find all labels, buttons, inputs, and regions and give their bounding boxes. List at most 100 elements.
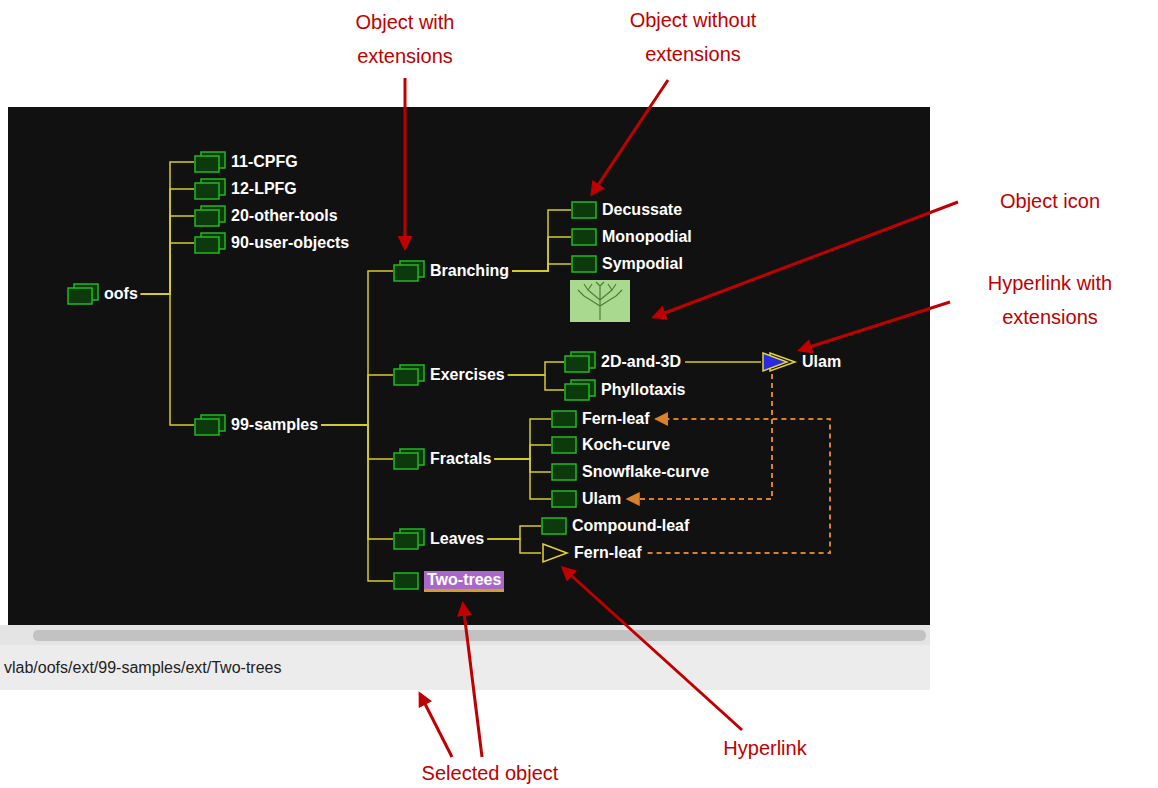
- tree-line: [487, 526, 541, 539]
- object-name: Phyllotaxis: [601, 380, 685, 400]
- object-icon: [563, 379, 597, 401]
- tree-line: [141, 243, 194, 294]
- object-name: Compound-leaf: [572, 516, 689, 536]
- tree-line: [141, 189, 194, 294]
- object-icon: [392, 448, 426, 470]
- tree-line: [494, 445, 551, 459]
- object-icon: [570, 226, 598, 248]
- object-name: Leaves: [430, 529, 484, 549]
- object-name: Ulam: [802, 352, 841, 372]
- object-icon: [550, 488, 578, 510]
- object-name: Snowflake-curve: [582, 462, 709, 482]
- object-name: Fern-leaf: [574, 543, 642, 563]
- tree-line: [685, 361, 761, 363]
- callout-arrow: [800, 302, 950, 350]
- browser-panel: [8, 107, 930, 625]
- object-icon: [550, 434, 578, 456]
- object-icon: [550, 461, 578, 483]
- tree-line: [321, 425, 393, 459]
- object-icon: [193, 151, 227, 173]
- object-icon: [570, 199, 598, 221]
- tree-item: 11-CPFG: [193, 150, 298, 174]
- object-icon: [563, 351, 597, 373]
- tree-line: [512, 264, 571, 271]
- tree-item: Two-trees: [392, 569, 504, 593]
- object-icon: [66, 283, 100, 305]
- hyperlink-icon: [540, 542, 570, 564]
- callout-label: Hyperlink with extensions: [955, 266, 1145, 334]
- tree-item: Fern-leaf: [540, 541, 642, 565]
- object-icon: [540, 515, 568, 537]
- object-icon: [193, 232, 227, 254]
- object-name: 90-user-objects: [231, 233, 349, 253]
- tree-item: Decussate: [570, 198, 682, 222]
- tree-item: oofs: [66, 282, 138, 306]
- tree-item: Sympodial: [570, 252, 683, 276]
- object-name: oofs: [104, 284, 138, 304]
- object-name: Branching: [430, 261, 509, 281]
- object-icon: [570, 253, 598, 275]
- tree-line: [508, 375, 564, 390]
- path-text: vlab/oofs/ext/99-samples/ext/Two-trees: [4, 657, 281, 679]
- tree-item: Branching: [392, 259, 509, 283]
- tree-line: [321, 425, 393, 581]
- tree-item: Koch-curve: [550, 433, 670, 457]
- object-icon: [392, 570, 420, 592]
- tree-line: [512, 237, 571, 271]
- tree-line: [494, 459, 551, 472]
- tree-item: 90-user-objects: [193, 231, 349, 255]
- scrollbar-thumb: [33, 630, 926, 641]
- object-icon: [193, 414, 227, 436]
- tree-item: Monopodial: [570, 225, 692, 249]
- callout-arrow: [463, 604, 482, 757]
- object-name: Decussate: [602, 200, 682, 220]
- callout-label: Object icon: [965, 184, 1135, 218]
- tree-item: Fractals: [392, 447, 491, 471]
- hyperlink-icon: [760, 351, 798, 373]
- callout-arrow: [563, 568, 742, 730]
- tree-line: [494, 419, 551, 459]
- tree-line: [512, 210, 571, 271]
- callout-arrow: [420, 694, 452, 757]
- object-name: 99-samples: [231, 415, 318, 435]
- callout-label: Selected object: [390, 761, 590, 785]
- tree-line: [508, 362, 564, 375]
- object-icon: [392, 364, 426, 386]
- object-icon: [392, 260, 426, 282]
- object-name: Fern-leaf: [582, 409, 650, 429]
- callout-arrow: [592, 80, 668, 194]
- tree-item: Compound-leaf: [540, 514, 689, 538]
- tree-line: [321, 425, 393, 539]
- object-name: 12-LPFG: [231, 179, 297, 199]
- object-name: 2D-and-3D: [601, 352, 681, 372]
- object-name: Sympodial: [602, 254, 683, 274]
- tree-line: [494, 459, 551, 499]
- tree-item: 20-other-tools: [193, 204, 338, 228]
- tree-item: 12-LPFG: [193, 177, 297, 201]
- tree-item: 2D-and-3D: [563, 350, 681, 374]
- tree-item: Ulam: [760, 350, 841, 374]
- object-name: Monopodial: [602, 227, 692, 247]
- object-icon: [392, 528, 426, 550]
- tree-item: Fern-leaf: [550, 407, 650, 431]
- tree-line: [487, 539, 541, 553]
- callout-arrow: [654, 202, 958, 317]
- tree-item: Leaves: [392, 527, 484, 551]
- object-name: 11-CPFG: [231, 152, 298, 172]
- object-name: Exercises: [430, 365, 505, 385]
- tree-line: [141, 162, 194, 294]
- callout-arrow: [404, 78, 407, 248]
- object-icon: [193, 178, 227, 200]
- tree-item: 99-samples: [193, 413, 318, 437]
- callout-label: Object without extensions: [608, 3, 778, 71]
- object-icon: [193, 205, 227, 227]
- tree-item: Phyllotaxis: [563, 378, 685, 402]
- tree-line: [321, 271, 393, 425]
- tree-sketch: [578, 282, 622, 320]
- object-name: Two-trees: [424, 571, 504, 592]
- tree-item: Exercises: [392, 363, 505, 387]
- icon-background: [570, 280, 630, 322]
- object-name: Koch-curve: [582, 435, 670, 455]
- tree-item: Snowflake-curve: [550, 460, 709, 484]
